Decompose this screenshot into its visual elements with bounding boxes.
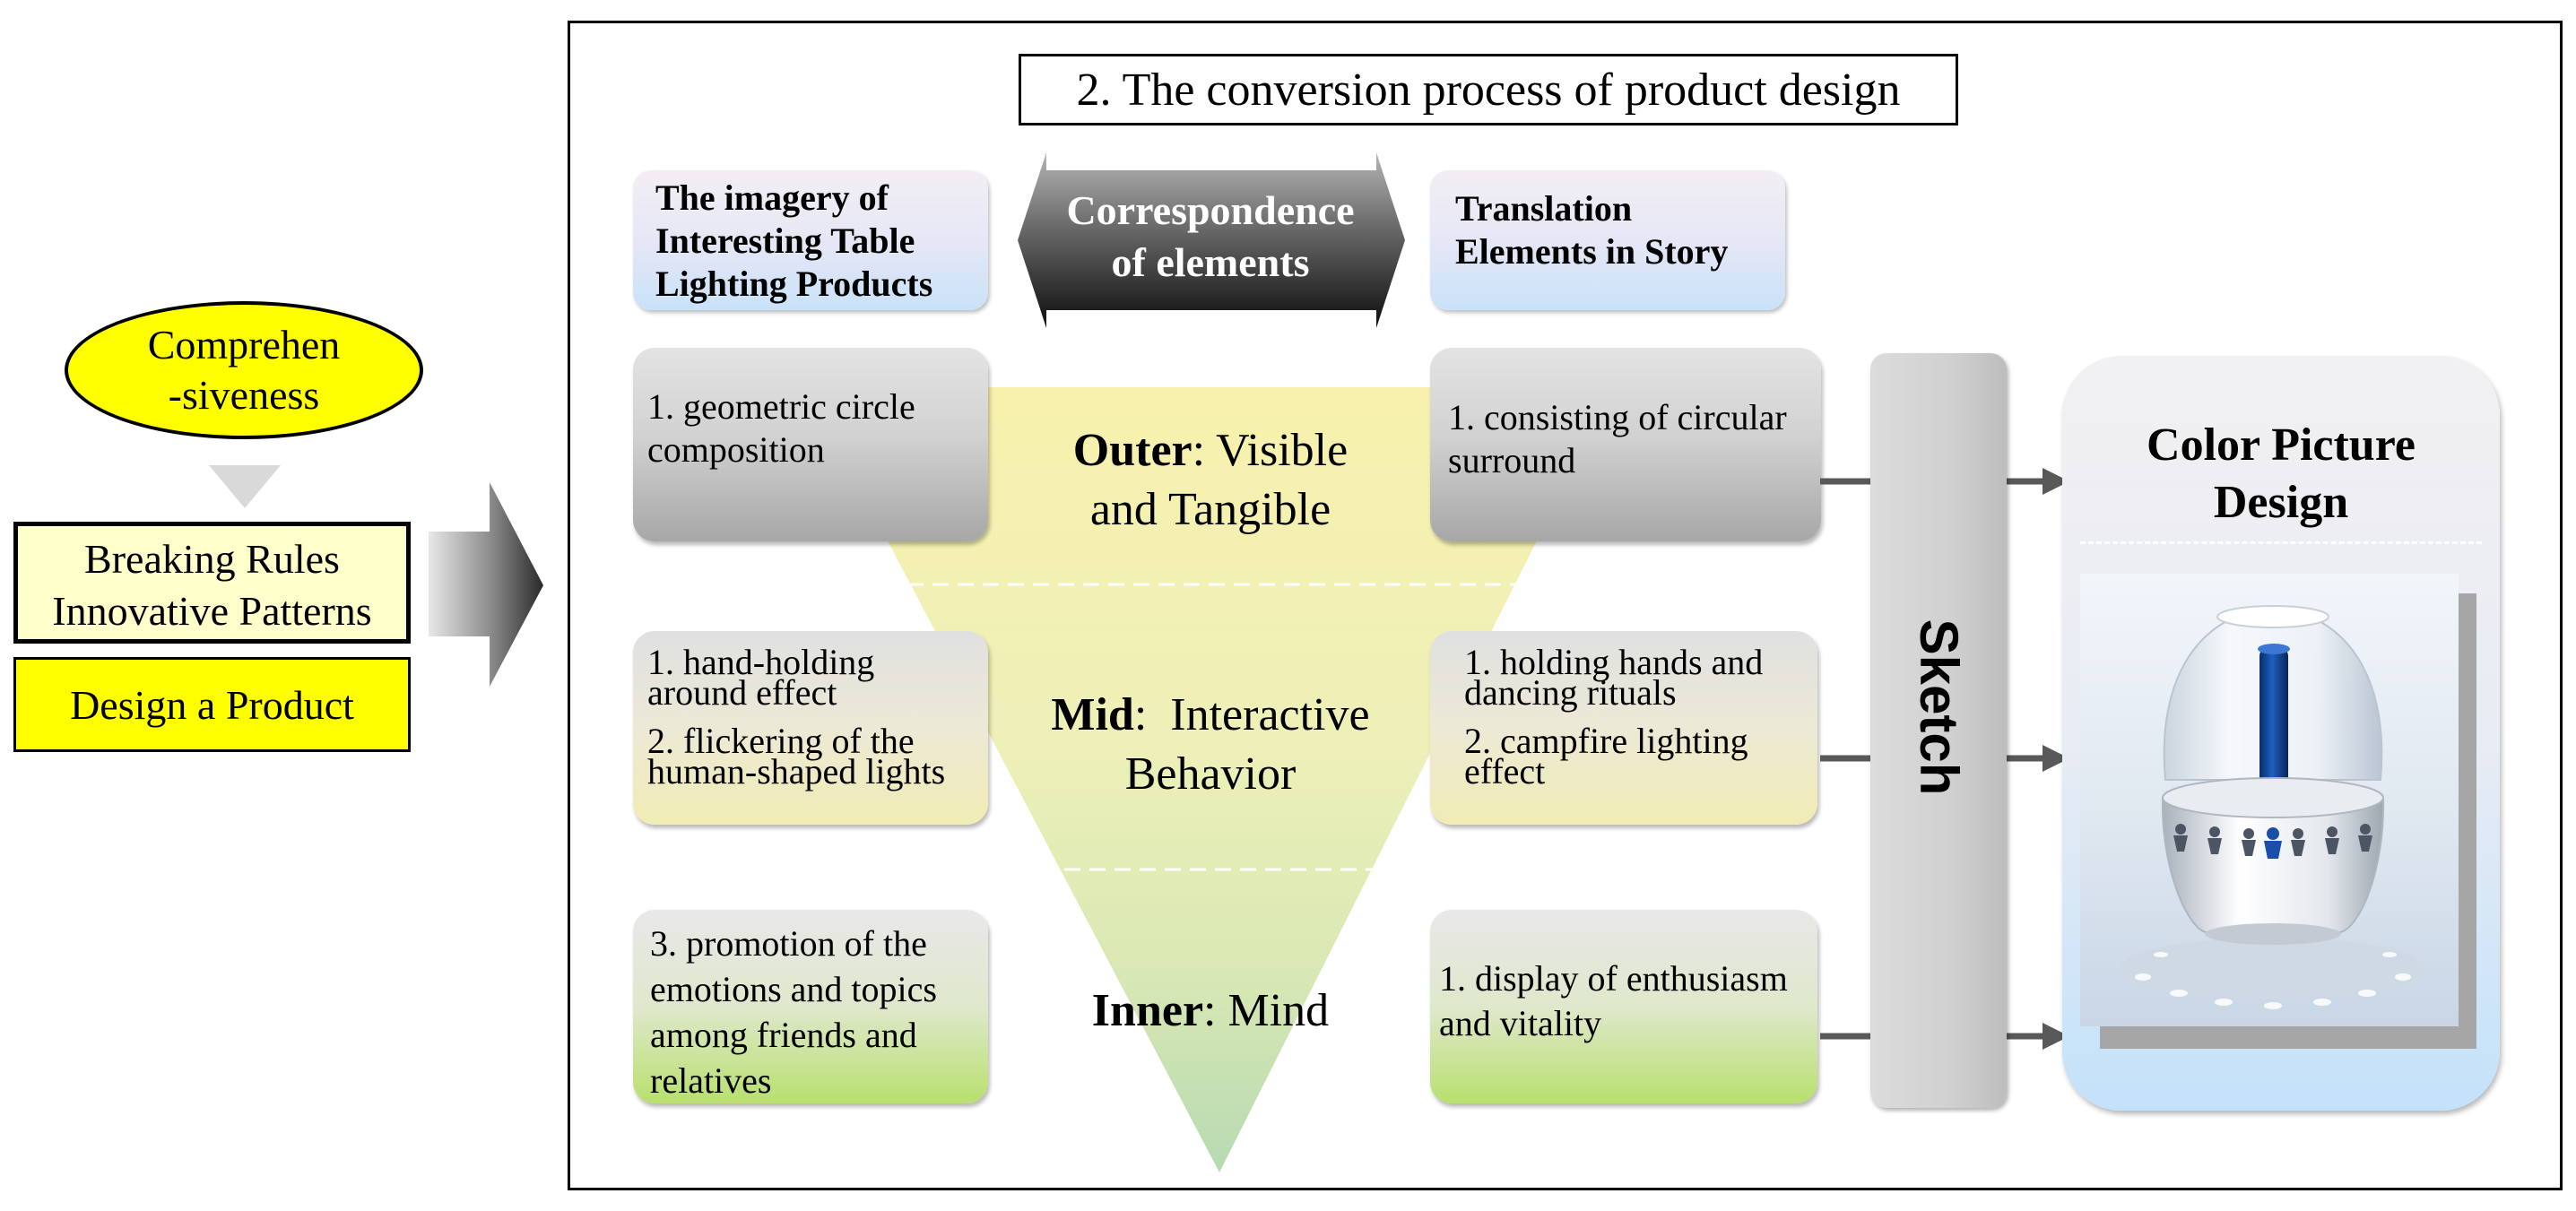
layer-outer-bold: Outer bbox=[1072, 425, 1193, 476]
card-text: human-shaped lights bbox=[647, 751, 946, 791]
card-text: 1. geometric circle bbox=[647, 386, 915, 427]
header-imagery: The imagery of Interesting Table Lightin… bbox=[633, 170, 988, 310]
correspondence-line-1: Correspondence bbox=[1066, 187, 1355, 233]
rules-line-2: Innovative Patterns bbox=[52, 588, 372, 634]
design-a-product-box: Design a Product bbox=[13, 657, 411, 752]
color-title-line-1: Color Picture bbox=[2147, 420, 2416, 471]
card-text: 1. display of enthusiasm bbox=[1439, 958, 1788, 999]
card-text: around effect bbox=[647, 672, 837, 713]
header-left-line-1: The imagery of bbox=[655, 177, 889, 218]
breaking-rules-box: Breaking Rules Innovative Patterns bbox=[13, 522, 411, 644]
layer-outer-line2: and Tangible bbox=[1089, 484, 1331, 535]
layer-triangle bbox=[807, 387, 1614, 1172]
ellipse-line-2: -siveness bbox=[168, 372, 320, 418]
card-text: 1. consisting of circular bbox=[1448, 397, 1787, 437]
card-text: composition bbox=[647, 429, 825, 470]
correspondence-line-2: of elements bbox=[1111, 239, 1310, 285]
color-picture-title: Color Picture Design bbox=[2062, 417, 2500, 532]
diagram-frame bbox=[568, 21, 2563, 1190]
sketch-label: Sketch bbox=[1909, 618, 1969, 796]
connector-arrows bbox=[1820, 468, 2069, 1050]
arrowhead-icon bbox=[2043, 1023, 2069, 1050]
comprehensiveness-ellipse: Comprehen -siveness bbox=[65, 301, 423, 439]
color-title-line-2: Design bbox=[2213, 477, 2349, 528]
layer-outer-label: Outer: Visible and Tangible bbox=[1031, 421, 1390, 540]
layer-mid-rest: : Interactive bbox=[1133, 689, 1370, 740]
card-text: relatives bbox=[650, 1060, 772, 1101]
diagram-title: 2. The conversion process of product des… bbox=[1019, 54, 1958, 125]
card-text: 3. promotion of the bbox=[650, 923, 927, 964]
card-text: emotions and topics bbox=[650, 969, 937, 1009]
card-left-mid: 1. hand-holding around effect 2. flicker… bbox=[633, 631, 988, 825]
card-text: 1. holding hands and bbox=[1464, 642, 1764, 682]
card-text: 2. campfire lighting bbox=[1464, 721, 1748, 761]
header-translation: Translation Elements in Story bbox=[1430, 170, 1785, 310]
sketch-bar bbox=[1870, 353, 2007, 1108]
header-left-line-2: Interesting Table bbox=[655, 221, 915, 261]
card-text: 1. hand-holding bbox=[647, 642, 875, 682]
correspondence-double-arrow-icon bbox=[1018, 152, 1405, 328]
header-right-line-1: Translation bbox=[1455, 188, 1633, 229]
layer-inner-label: Inner: Mind bbox=[1031, 982, 1390, 1041]
layer-outer-rest: : Visible bbox=[1192, 425, 1349, 476]
card-left-inner: 3. promotion of the emotions and topics … bbox=[633, 910, 988, 1103]
card-right-outer: 1. consisting of circular surround bbox=[1430, 348, 1821, 541]
card-text: and vitality bbox=[1439, 1003, 1602, 1043]
down-triangle-icon bbox=[209, 465, 281, 508]
rules-line-1: Breaking Rules bbox=[84, 536, 340, 582]
card-left-outer: 1. geometric circle composition bbox=[633, 348, 988, 541]
card-right-inner: 1. display of enthusiasm and vitality bbox=[1430, 910, 1817, 1103]
layer-inner-rest: : Mind bbox=[1203, 985, 1330, 1036]
header-right-line-2: Elements in Story bbox=[1455, 231, 1729, 272]
lamp-product-image bbox=[2080, 574, 2476, 1049]
card-text: dancing rituals bbox=[1464, 672, 1677, 713]
card-text: effect bbox=[1464, 751, 1546, 791]
card-text: among friends and bbox=[650, 1015, 917, 1055]
layer-mid-bold: Mid bbox=[1051, 689, 1134, 740]
card-right-mid: 1. holding hands and dancing rituals 2. … bbox=[1430, 631, 1817, 825]
correspondence-label: Correspondence of elements bbox=[1031, 185, 1390, 289]
header-left-line-3: Lighting Products bbox=[655, 264, 933, 304]
ellipse-line-1: Comprehen bbox=[147, 322, 341, 368]
card-text: 2. flickering of the bbox=[647, 721, 915, 761]
right-arrow-icon bbox=[429, 482, 543, 687]
layer-mid-line2: Behavior bbox=[1124, 748, 1297, 800]
panel-divider bbox=[2080, 541, 2482, 544]
arrowhead-icon bbox=[2043, 468, 2069, 495]
layer-mid-label: Mid: Interactive Behavior bbox=[1013, 686, 1408, 804]
arrowhead-icon bbox=[2043, 745, 2069, 772]
layer-inner-bold: Inner bbox=[1091, 985, 1204, 1036]
card-text: surround bbox=[1448, 440, 1576, 480]
